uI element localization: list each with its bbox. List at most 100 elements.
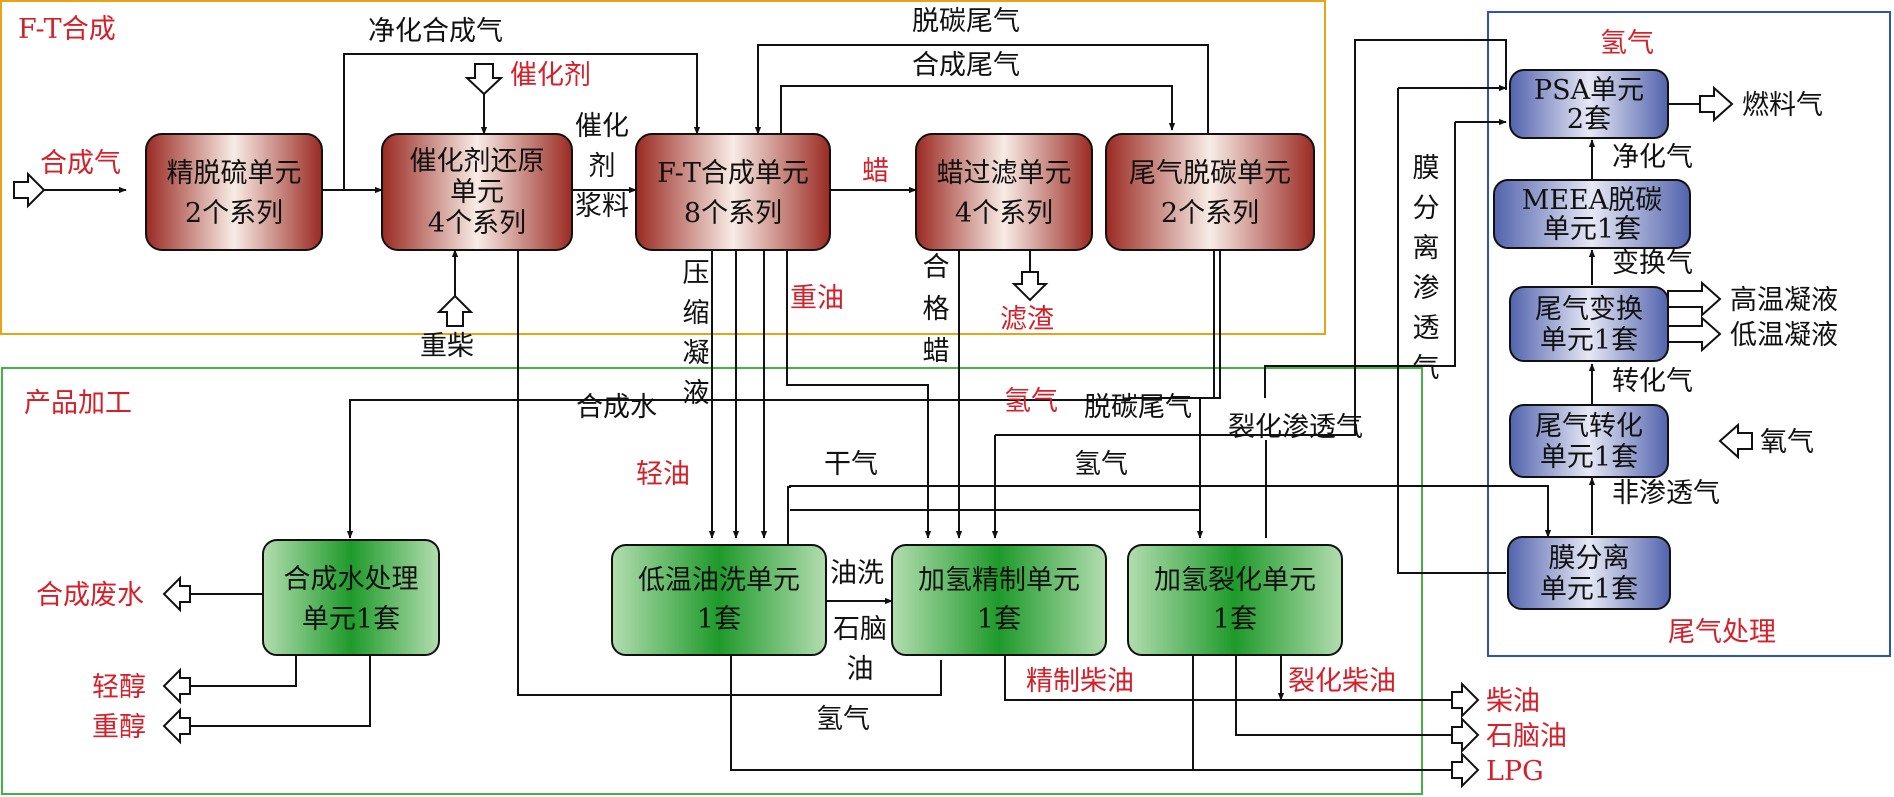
tailgas-reforming-unit-box: 尾气转化 单元1套: [1509, 404, 1669, 478]
label-non-permeate: 非渗透气: [1612, 478, 1720, 509]
svg-text:单元1套: 单元1套: [1543, 214, 1641, 245]
label-hi-temp-condensate: 高温凝液: [1730, 285, 1838, 316]
catalyst-inlet-arrow: [464, 63, 504, 96]
svg-text:4个系列: 4个系列: [955, 198, 1053, 229]
label-dry-gas: 干气: [824, 449, 878, 480]
label-naphtha-short-2: 油: [847, 654, 874, 685]
label-heavy-alcohol: 重醇: [92, 712, 146, 743]
label-qualified-wax-2: 格: [923, 294, 950, 325]
svg-text:精脱硫单元: 精脱硫单元: [167, 158, 302, 189]
label-compressed-condensate-4: 液: [683, 378, 710, 409]
hi-temp-condensate-arrow: [1667, 280, 1722, 318]
svg-text:单元1套: 单元1套: [1540, 325, 1638, 356]
svg-text:MEEA脱碳: MEEA脱碳: [1522, 185, 1663, 216]
oxygen-inlet-arrow: [1718, 422, 1753, 460]
svg-text:催化剂还原: 催化剂还原: [410, 146, 545, 177]
membrane-separation-unit-box: 膜分离 单元1套: [1507, 536, 1671, 610]
heavy-alcohol-outlet-arrow: [162, 707, 191, 745]
hydrotreating-unit-box: 加氢精制单元 1套: [891, 544, 1107, 656]
label-catalyst-slurry-3: 浆料: [575, 191, 629, 222]
label-hydrogen-line: 氢气: [1074, 449, 1128, 480]
label-filter-residue: 滤渣: [1000, 304, 1054, 335]
meea-decarbonization-unit-box: MEEA脱碳 单元1套: [1493, 179, 1691, 249]
label-purified-gas: 净化气: [1612, 142, 1693, 173]
tailgas-shift-unit-box: 尾气变换 单元1套: [1509, 286, 1669, 362]
flow-lines: [42, 39, 1702, 771]
heavy-diesel-arrow: [436, 294, 474, 327]
label-catalyst: 催化剂: [510, 60, 591, 91]
label-synthesis-tailgas: 合成尾气: [912, 50, 1020, 81]
label-compressed-condensate-2: 缩: [683, 298, 710, 329]
label-heavy-diesel: 重柴: [420, 331, 474, 362]
label-fuel-gas: 燃料气: [1742, 90, 1823, 121]
svg-text:单元1套: 单元1套: [1540, 574, 1638, 605]
svg-text:尾气变换: 尾气变换: [1535, 294, 1643, 325]
naphtha-outlet-arrow: [1451, 716, 1480, 754]
label-membrane-permeate-5: 透: [1413, 313, 1440, 344]
label-compressed-condensate-1: 压: [683, 258, 710, 289]
hydrocracking-unit-box: 加氢裂化单元 1套: [1127, 544, 1343, 656]
svg-text:加氢裂化单元: 加氢裂化单元: [1154, 565, 1316, 596]
syngas-inlet-arrow: [13, 171, 46, 209]
label-shift-gas: 变换气: [1612, 248, 1693, 279]
wax-filter-unit-box: 蜡过滤单元 4个系列: [915, 133, 1093, 251]
tailgas-decarbonization-unit-box: 尾气脱碳单元 2个系列: [1105, 133, 1315, 251]
label-decarb-tailgas-top: 脱碳尾气: [912, 6, 1020, 37]
svg-text:单元1套: 单元1套: [302, 604, 400, 635]
label-membrane-permeate-4: 渗: [1413, 273, 1440, 304]
ft-section-title: F-T合成: [18, 14, 116, 45]
label-membrane-permeate-2: 分: [1413, 193, 1440, 224]
svg-text:4个系列: 4个系列: [428, 208, 526, 239]
label-qualified-wax-3: 蜡: [923, 336, 950, 367]
ft-section-frame: [0, 0, 1326, 335]
filter-residue-arrow: [1011, 271, 1049, 302]
label-hydrogen-mid: 氢气: [1004, 386, 1058, 417]
svg-text:2个系列: 2个系列: [1161, 198, 1259, 229]
label-compressed-condensate-3: 凝: [683, 338, 710, 369]
label-membrane-permeate-3: 离: [1413, 233, 1440, 264]
label-oxygen: 氧气: [1760, 427, 1814, 458]
label-syngas: 合成气: [40, 148, 121, 179]
lo-temp-condensate-arrow: [1667, 315, 1722, 353]
svg-text:1套: 1套: [697, 604, 741, 635]
svg-text:PSA单元: PSA单元: [1534, 75, 1644, 106]
label-light-alcohol: 轻醇: [92, 672, 146, 703]
synthetic-water-treatment-unit-box: 合成水处理 单元1套: [262, 539, 440, 656]
label-decarb-tailgas-mid: 脱碳尾气: [1084, 392, 1192, 423]
tail-section-frame: [1487, 11, 1891, 657]
svg-text:单元1套: 单元1套: [1540, 442, 1638, 473]
low-temp-oil-wash-unit-box: 低温油洗单元 1套: [611, 544, 827, 656]
label-oil-wash: 油洗: [830, 558, 884, 589]
svg-text:1套: 1套: [977, 604, 1021, 635]
light-alcohol-outlet-arrow: [162, 667, 191, 705]
product-section-title: 产品加工: [24, 388, 132, 419]
catalyst-reduction-unit-box: 催化剂还原 单元 4个系列: [381, 133, 573, 251]
label-synthetic-wastewater: 合成废水: [36, 580, 144, 611]
label-cracked-diesel: 裂化柴油: [1288, 666, 1396, 697]
label-synthetic-water: 合成水: [576, 392, 657, 423]
label-qualified-wax-1: 合: [923, 252, 950, 283]
svg-text:单元: 单元: [450, 177, 504, 208]
svg-text:合成水处理: 合成水处理: [284, 564, 419, 595]
ft-synthesis-unit-box: F-T合成单元 8个系列: [635, 133, 831, 251]
fuel-gas-arrow: [1699, 85, 1734, 123]
svg-text:尾气转化: 尾气转化: [1535, 411, 1643, 442]
svg-text:F-T合成单元: F-T合成单元: [657, 158, 809, 189]
label-lo-temp-condensate: 低温凝液: [1730, 320, 1838, 351]
label-converted-gas: 转化气: [1612, 366, 1693, 397]
label-purified-syngas: 净化合成气: [368, 16, 503, 47]
label-naphtha: 石脑油: [1486, 721, 1567, 752]
label-lpg: LPG: [1486, 756, 1544, 787]
svg-text:1套: 1套: [1213, 604, 1257, 635]
label-light-oil: 轻油: [636, 459, 690, 490]
lpg-outlet-arrow: [1451, 751, 1480, 789]
stream-labels: 合成气 净化合成气 催化剂 催化 剂 浆料 蜡 脱碳尾气 合成尾气 氢气 燃料气…: [36, 6, 1838, 787]
label-hydrogen-bottom: 氢气: [816, 704, 870, 735]
svg-text:2套: 2套: [1567, 104, 1611, 135]
diesel-outlet-arrow: [1451, 681, 1480, 719]
label-crack-permeate: 裂化渗透气: [1228, 412, 1363, 443]
label-membrane-permeate-1: 膜: [1413, 153, 1440, 184]
label-refined-diesel: 精制柴油: [1026, 666, 1134, 697]
desulfurization-unit-box: 精脱硫单元 2个系列: [145, 133, 323, 251]
